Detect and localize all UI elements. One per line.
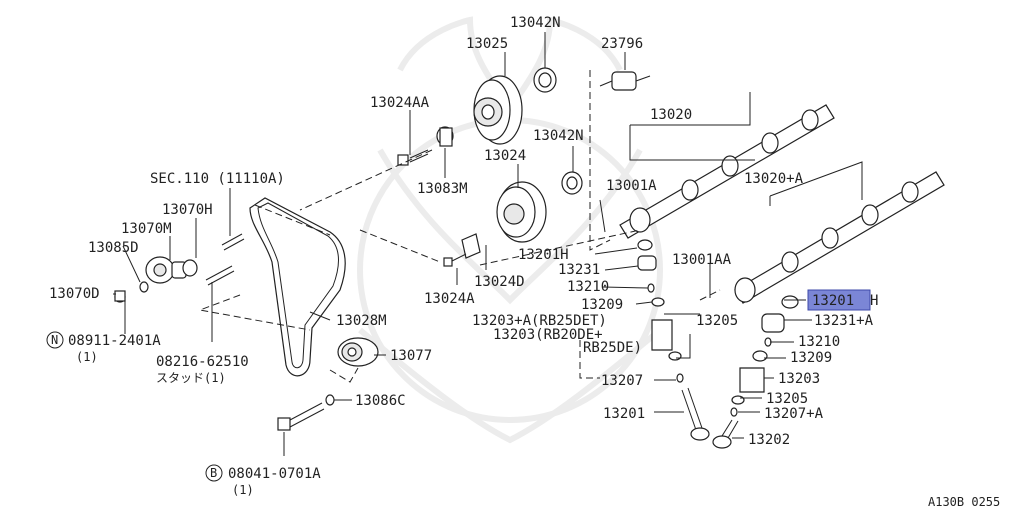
bolt-13024AA [397, 149, 429, 166]
idler-pulley-13070M [114, 256, 198, 303]
label-23796: 23796 [601, 36, 643, 52]
label-13024AA: 13024AA [370, 95, 430, 111]
label-13042N-top: 13042N [510, 15, 561, 31]
ref-marker-b-label: B [210, 466, 217, 480]
label-13203-right: 13203 [778, 371, 820, 387]
ref-marker-n: N [46, 331, 64, 349]
label-13207: 13207 [601, 373, 643, 389]
valve-train-left [637, 239, 710, 441]
label-13201: 13201 [603, 406, 645, 422]
label-13207A: 13207+A [764, 406, 824, 422]
camshaft-13020A [734, 171, 945, 304]
cam-sprocket-13024 [461, 171, 583, 259]
label-13024: 13024 [484, 148, 526, 164]
label-13077: 13077 [390, 348, 432, 364]
sensor-23796 [599, 71, 651, 91]
label-13201H-highlight-suffix: H [870, 293, 878, 309]
label-08911: 08911-2401A [68, 333, 161, 349]
label-13070H: 13070H [162, 202, 213, 218]
label-13210-right: 13210 [798, 334, 840, 350]
camshaft-13020 [619, 104, 835, 239]
ref-marker-b: B [205, 464, 223, 482]
label-13085D: 13085D [88, 240, 139, 256]
label-13001AA: 13001AA [672, 252, 732, 268]
label-13070M: 13070M [121, 221, 172, 237]
label-sec110: SEC.110 (11110A) [150, 171, 285, 187]
label-13025: 13025 [466, 36, 508, 52]
ref-marker-n-label: N [51, 333, 58, 347]
label-13203-cont: RB25DE) [583, 340, 642, 356]
label-13083M: 13083M [417, 181, 468, 197]
label-13201H-highlight: 13201 [812, 293, 854, 309]
label-13209-left: 13209 [581, 297, 623, 313]
label-13086C: 13086C [355, 393, 406, 409]
label-13070D: 13070D [49, 286, 100, 302]
timing-belt-13028M [249, 197, 346, 377]
label-13201H-left: 13201H [518, 247, 569, 263]
cam-sprocket-13025 [473, 67, 557, 145]
bolt-08041-0701A [277, 402, 325, 431]
label-qty-1a: (1) [76, 350, 98, 364]
label-13231A: 13231+A [814, 313, 874, 329]
label-13024D: 13024D [474, 274, 525, 290]
label-13028M: 13028M [336, 313, 387, 329]
bolt-13024A [443, 253, 467, 267]
dashed-alignment-lines [198, 70, 721, 383]
nut-13070D [114, 290, 126, 302]
sleeve-13083M [436, 126, 454, 147]
label-13020A: 13020+A [744, 171, 804, 187]
tensioner-13077 [337, 337, 379, 367]
label-13231: 13231 [558, 262, 600, 278]
highlight-13201H [807, 289, 871, 311]
label-13001A: 13001A [606, 178, 657, 194]
label-13024A: 13024A [424, 291, 475, 307]
figure-code: A130B 0255 [928, 495, 1000, 509]
label-13020: 13020 [650, 107, 692, 123]
label-13205-top: 13205 [696, 313, 738, 329]
label-13042N-mid: 13042N [533, 128, 584, 144]
label-qty-1b: (1) [232, 483, 254, 497]
label-08041: 08041-0701A [228, 466, 321, 482]
label-13202: 13202 [748, 432, 790, 448]
stud-13070H [205, 233, 245, 286]
leader-lines [113, 32, 863, 456]
label-08216: 08216-62510 [156, 354, 249, 370]
label-13203: 13203(RB20DE+ [493, 327, 603, 343]
label-13209-right: 13209 [790, 350, 832, 366]
washer-13086C [325, 394, 335, 406]
valve-train-right [712, 295, 799, 449]
label-stud-jp: スタッド(1) [156, 371, 226, 385]
label-13203A: 13203+A(RB25DET) [472, 313, 607, 329]
label-13205-right: 13205 [766, 391, 808, 407]
label-13210-left: 13210 [567, 279, 609, 295]
